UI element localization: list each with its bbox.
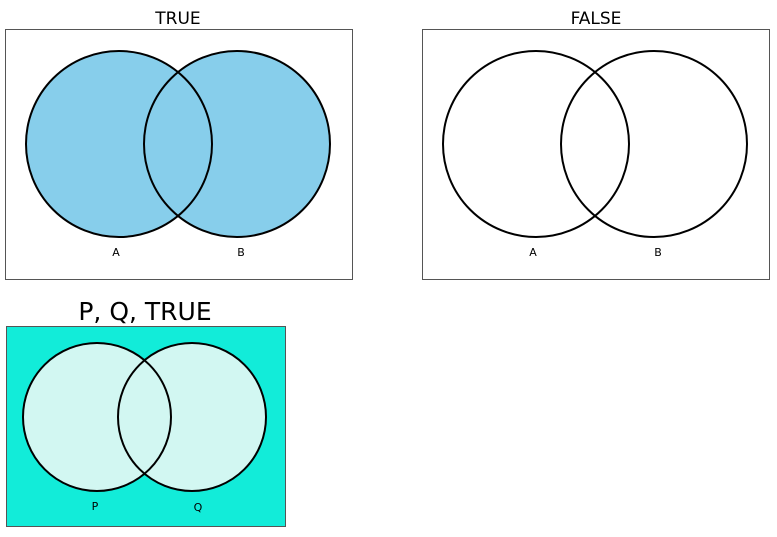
set-p-outline bbox=[22, 342, 172, 492]
set-p-label: P bbox=[92, 500, 99, 513]
panel-title: FALSE bbox=[571, 9, 622, 29]
intersection-region bbox=[118, 343, 171, 491]
intersection-region bbox=[144, 51, 212, 237]
panel-frame bbox=[422, 29, 770, 280]
set-a-label: A bbox=[112, 246, 120, 259]
panel-title: TRUE bbox=[154, 9, 200, 29]
set-b-label: B bbox=[237, 246, 245, 259]
panel-pq-true: P, Q, TRUE P Q bbox=[6, 297, 286, 527]
set-b-outline bbox=[560, 50, 748, 238]
set-a-label: A bbox=[529, 246, 537, 259]
set-q-outline bbox=[117, 342, 267, 492]
set-a-outline bbox=[25, 50, 213, 238]
set-b-label: B bbox=[654, 246, 662, 259]
panel-true: TRUE A B bbox=[5, 9, 353, 280]
panel-title: P, Q, TRUE bbox=[78, 297, 211, 326]
panel-false: FALSE A B bbox=[422, 9, 770, 280]
set-b-outline bbox=[143, 50, 331, 238]
set-q-label: Q bbox=[194, 501, 203, 514]
set-a-outline bbox=[442, 50, 630, 238]
